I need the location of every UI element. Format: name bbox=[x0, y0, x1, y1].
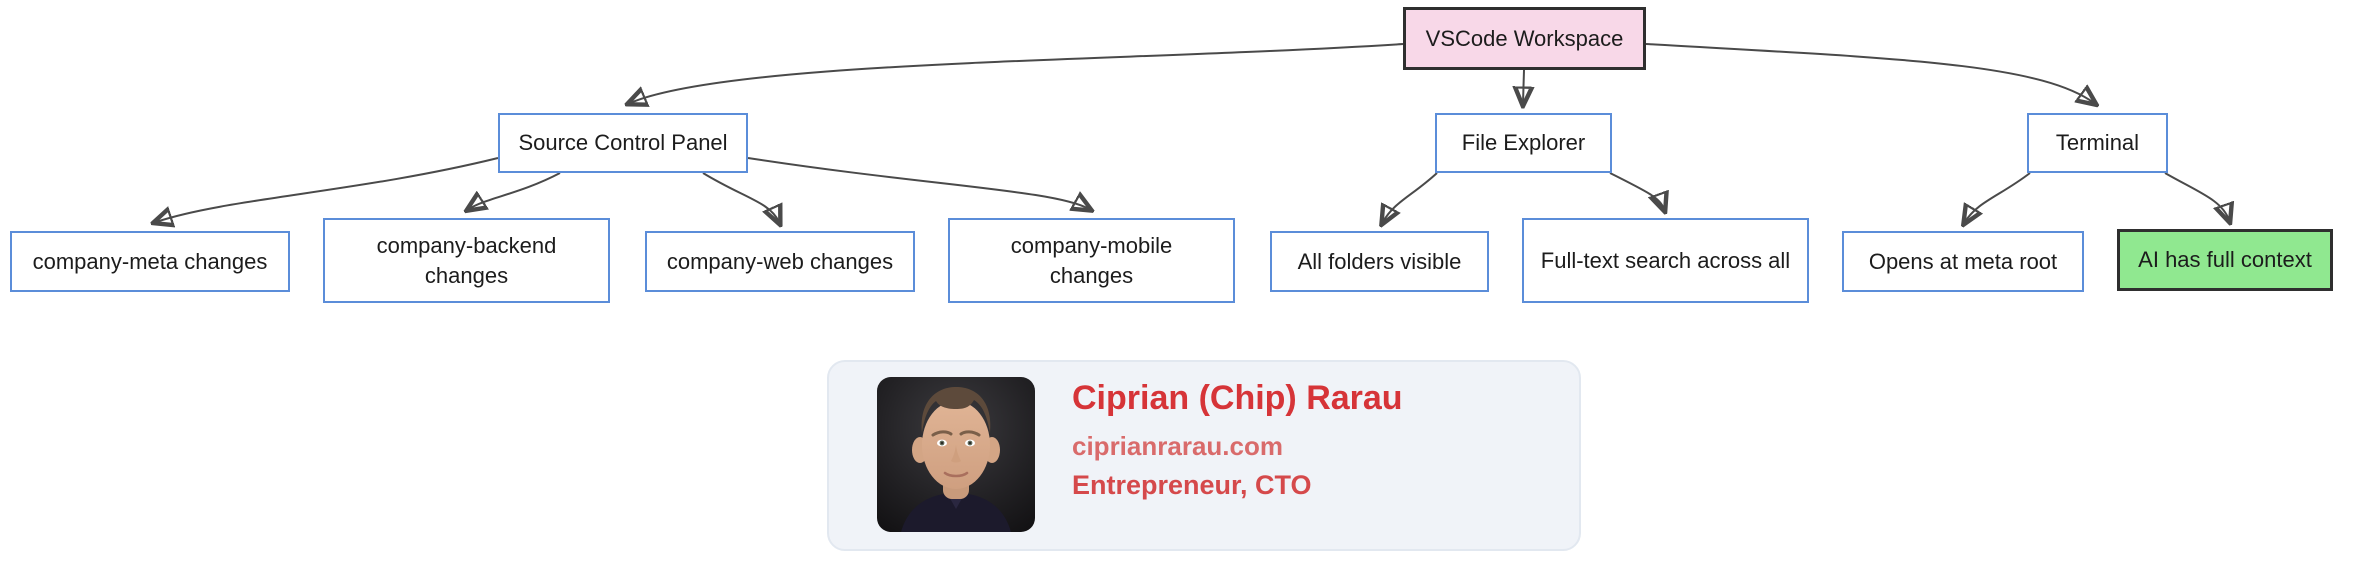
node-label: Terminal bbox=[2055, 130, 2140, 156]
node-company-meta-changes: company-meta changes bbox=[10, 231, 290, 292]
author-text-block: Ciprian (Chip) Rarau ciprianrarau.com En… bbox=[1072, 378, 1403, 500]
node-label: company-mobile changes bbox=[1010, 233, 1173, 288]
edge-scp-to-mobile bbox=[747, 157, 1089, 209]
edge-root-to-terminal bbox=[1645, 43, 2094, 103]
node-ai-has-full-context: AI has full context bbox=[2117, 229, 2333, 291]
node-company-web-changes: company-web changes bbox=[645, 231, 915, 292]
edge-fe-to-folders bbox=[1383, 172, 1438, 222]
edge-terminal-to-ai bbox=[2164, 172, 2229, 220]
edge-root-to-source-control bbox=[630, 43, 1404, 103]
edge-scp-to-web bbox=[702, 172, 779, 222]
node-company-mobile-changes: company-mobile changes bbox=[948, 218, 1235, 303]
node-all-folders-visible: All folders visible bbox=[1270, 231, 1489, 292]
edge-terminal-to-opens bbox=[1965, 172, 2031, 222]
author-website-link[interactable]: ciprianrarau.com bbox=[1072, 431, 1283, 461]
node-vscode-workspace: VSCode Workspace bbox=[1403, 7, 1646, 70]
avatar-photo-illustration bbox=[877, 377, 1035, 532]
node-label: Full-text search across all bbox=[1540, 247, 1791, 273]
node-label: File Explorer bbox=[1461, 130, 1586, 156]
node-source-control-panel: Source Control Panel bbox=[498, 113, 748, 173]
node-label: AI has full context bbox=[2138, 247, 2312, 273]
node-label: All folders visible bbox=[1297, 248, 1462, 274]
node-full-text-search: Full-text search across all bbox=[1522, 218, 1809, 303]
node-label: company-backend changes bbox=[376, 233, 557, 288]
node-terminal: Terminal bbox=[2027, 113, 2168, 173]
node-label: Source Control Panel bbox=[518, 130, 728, 156]
node-company-backend-changes: company-backend changes bbox=[323, 218, 610, 303]
edge-fe-to-fulltext bbox=[1609, 172, 1664, 209]
author-card: Ciprian (Chip) Rarau ciprianrarau.com En… bbox=[827, 360, 1581, 551]
node-label: VSCode Workspace bbox=[1425, 25, 1624, 51]
edge-scp-to-backend bbox=[469, 172, 561, 209]
avatar bbox=[877, 377, 1035, 532]
author-name: Ciprian (Chip) Rarau bbox=[1072, 379, 1403, 417]
node-label: company-web changes bbox=[666, 248, 894, 274]
edge-scp-to-meta bbox=[156, 157, 499, 222]
node-label: Opens at meta root bbox=[1868, 248, 2058, 274]
edge-root-to-file-explorer bbox=[1523, 69, 1524, 103]
author-role: Entrepreneur, CTO bbox=[1072, 470, 1312, 500]
node-opens-at-meta-root: Opens at meta root bbox=[1842, 231, 2084, 292]
node-file-explorer: File Explorer bbox=[1435, 113, 1612, 173]
node-label: company-meta changes bbox=[32, 248, 268, 274]
